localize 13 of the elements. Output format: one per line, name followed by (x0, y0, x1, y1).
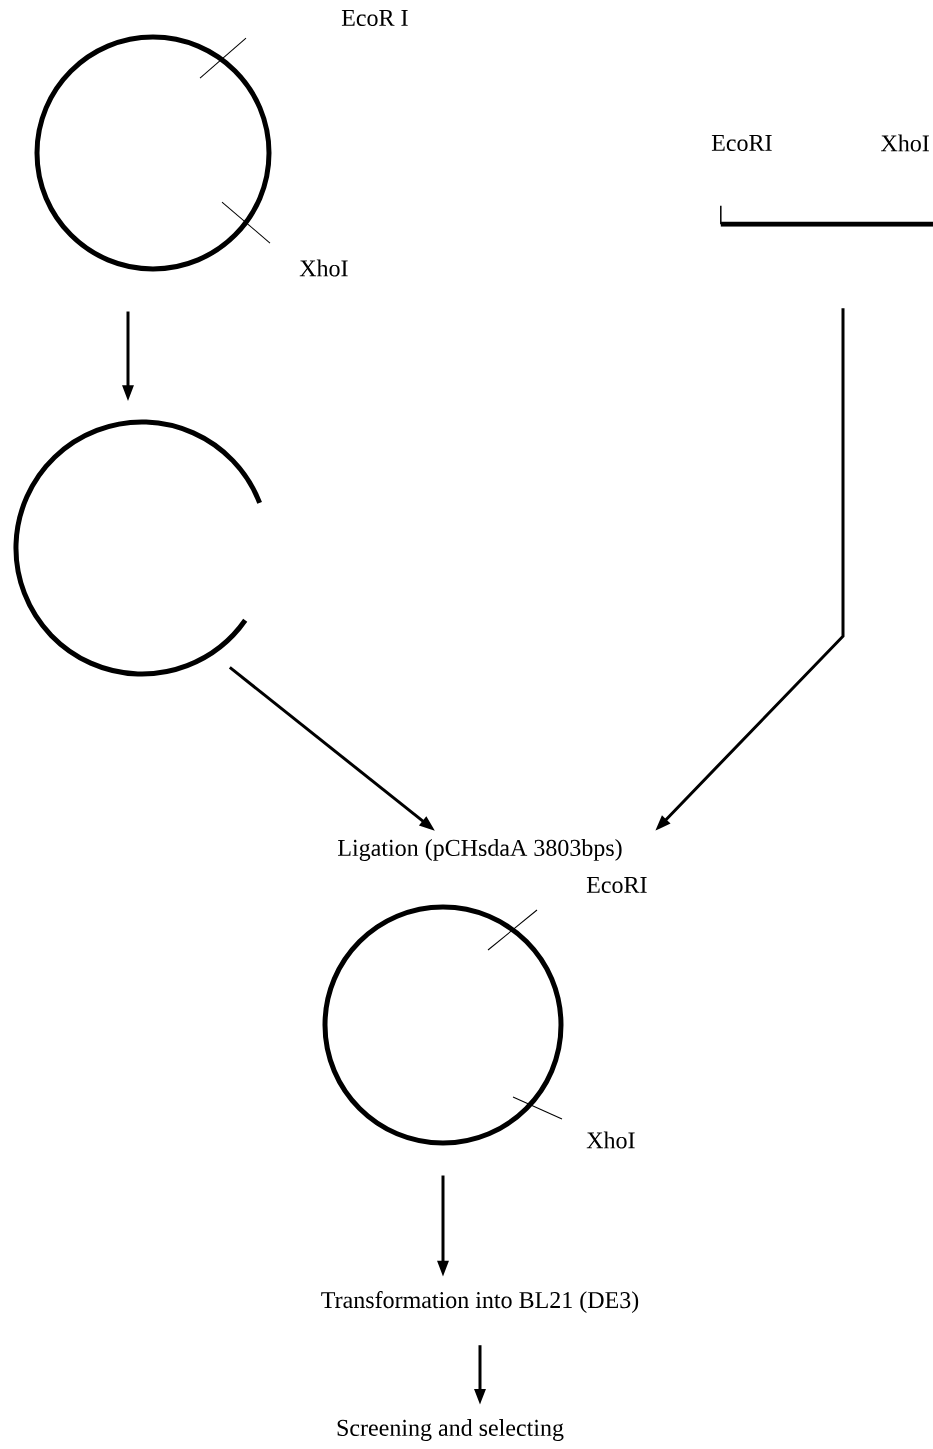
restriction-site-label: EcoRI (711, 135, 772, 151)
plasmid-circle (34, 34, 272, 272)
step-label: Ligation (pCHsdaA 3803bps) (338, 839, 622, 861)
restriction-site-label: EcoR I (341, 10, 408, 26)
restriction-site-label: EcoRI (586, 877, 647, 893)
step-label: Screening and selecting (337, 1419, 564, 1441)
restriction-site-label: XhoI (586, 1131, 635, 1149)
opened-plasmid-arc (13, 419, 262, 677)
restriction-site-label: XhoI (881, 134, 929, 152)
dna-fragment-bar (720, 205, 933, 227)
plasmid-circle (322, 904, 564, 1146)
restriction-site-label: XhoI (299, 259, 348, 277)
step-label: Transformation into BL21 (DE3) (321, 1291, 639, 1313)
